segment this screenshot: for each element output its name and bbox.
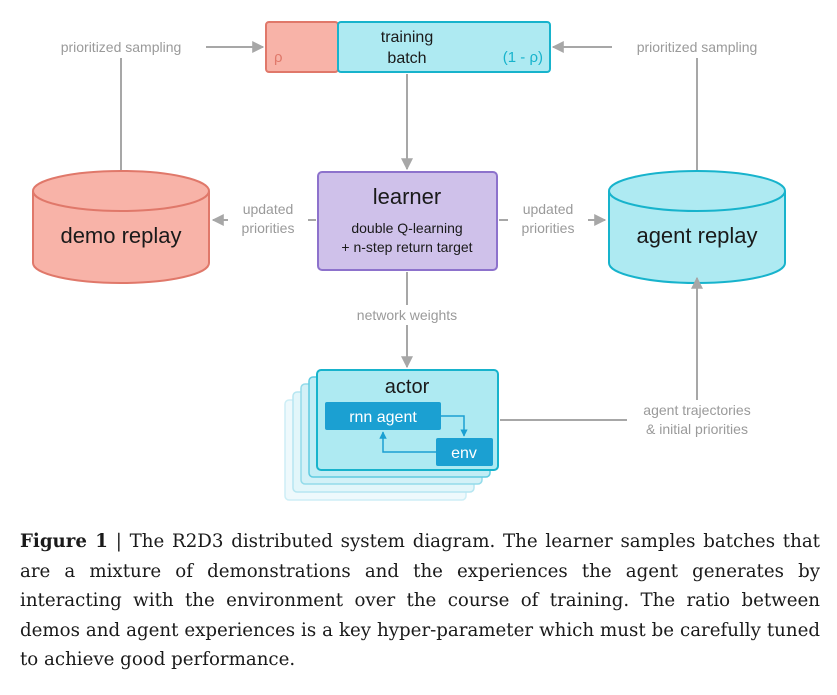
learner-subtitle-line2: + n-step return target — [341, 239, 472, 255]
agent-replay-cylinder: agent replay — [608, 170, 786, 284]
batch-title-line1: training — [381, 29, 433, 46]
env-label: env — [451, 445, 477, 462]
figure-caption: Figure 1 | The R2D3 distributed system d… — [20, 527, 820, 675]
batch-agent-segment — [337, 21, 551, 73]
updated-priorities-left-edge: updated priorities — [211, 199, 316, 241]
rnn-agent-label: rnn agent — [349, 409, 417, 426]
env-box — [436, 438, 493, 466]
agent-replay-label: agent replay — [636, 223, 757, 248]
actor-stack: actor rnn agent env — [284, 369, 499, 501]
training-batch: ρ training batch (1 - ρ) — [265, 21, 551, 73]
updated-priorities-right-line2: priorities — [522, 220, 575, 236]
prioritized-sampling-right-edge: prioritized sampling — [551, 36, 782, 170]
agent-trajectories-line1: agent trajectories — [643, 402, 750, 418]
updated-priorities-right-line1: updated — [523, 201, 574, 217]
learner-subtitle-line1: double Q-learning — [351, 220, 462, 236]
updated-priorities-right-edge: updated priorities — [499, 199, 607, 241]
batch-title-line2: batch — [387, 50, 426, 67]
r2d3-system-diagram: ρ training batch (1 - ρ) prioritized sam… — [32, 21, 786, 501]
batch-one-minus-rho-label: (1 - ρ) — [503, 49, 543, 66]
updated-priorities-left-line2: priorities — [242, 220, 295, 236]
network-weights-label: network weights — [357, 307, 457, 323]
prioritized-sampling-right-label: prioritized sampling — [637, 39, 758, 55]
network-weights-edge: network weights — [340, 272, 474, 369]
prioritized-sampling-left-edge: prioritized sampling — [36, 36, 265, 170]
batch-rho-label: ρ — [274, 49, 283, 66]
rnn-to-env-arrow — [441, 415, 468, 437]
caption-text: The R2D3 distributed system diagram. The… — [20, 531, 820, 671]
agent-trajectories-edge: agent trajectories & initial priorities — [500, 276, 767, 442]
updated-priorities-left-line1: updated — [243, 201, 294, 217]
learner-title: learner — [373, 184, 441, 209]
demo-replay-label: demo replay — [60, 223, 181, 248]
actor-title: actor — [385, 376, 430, 398]
caption-label: Figure 1 — [20, 531, 108, 552]
env-to-rnn-arrow — [379, 431, 436, 453]
demo-replay-cylinder: demo replay — [32, 170, 210, 284]
learner-box: learner double Q-learning + n-step retur… — [317, 171, 498, 271]
rnn-agent-box — [325, 402, 441, 430]
caption-separator: | — [107, 531, 130, 552]
agent-trajectories-line2: & initial priorities — [646, 421, 748, 437]
prioritized-sampling-left-label: prioritized sampling — [61, 39, 182, 55]
